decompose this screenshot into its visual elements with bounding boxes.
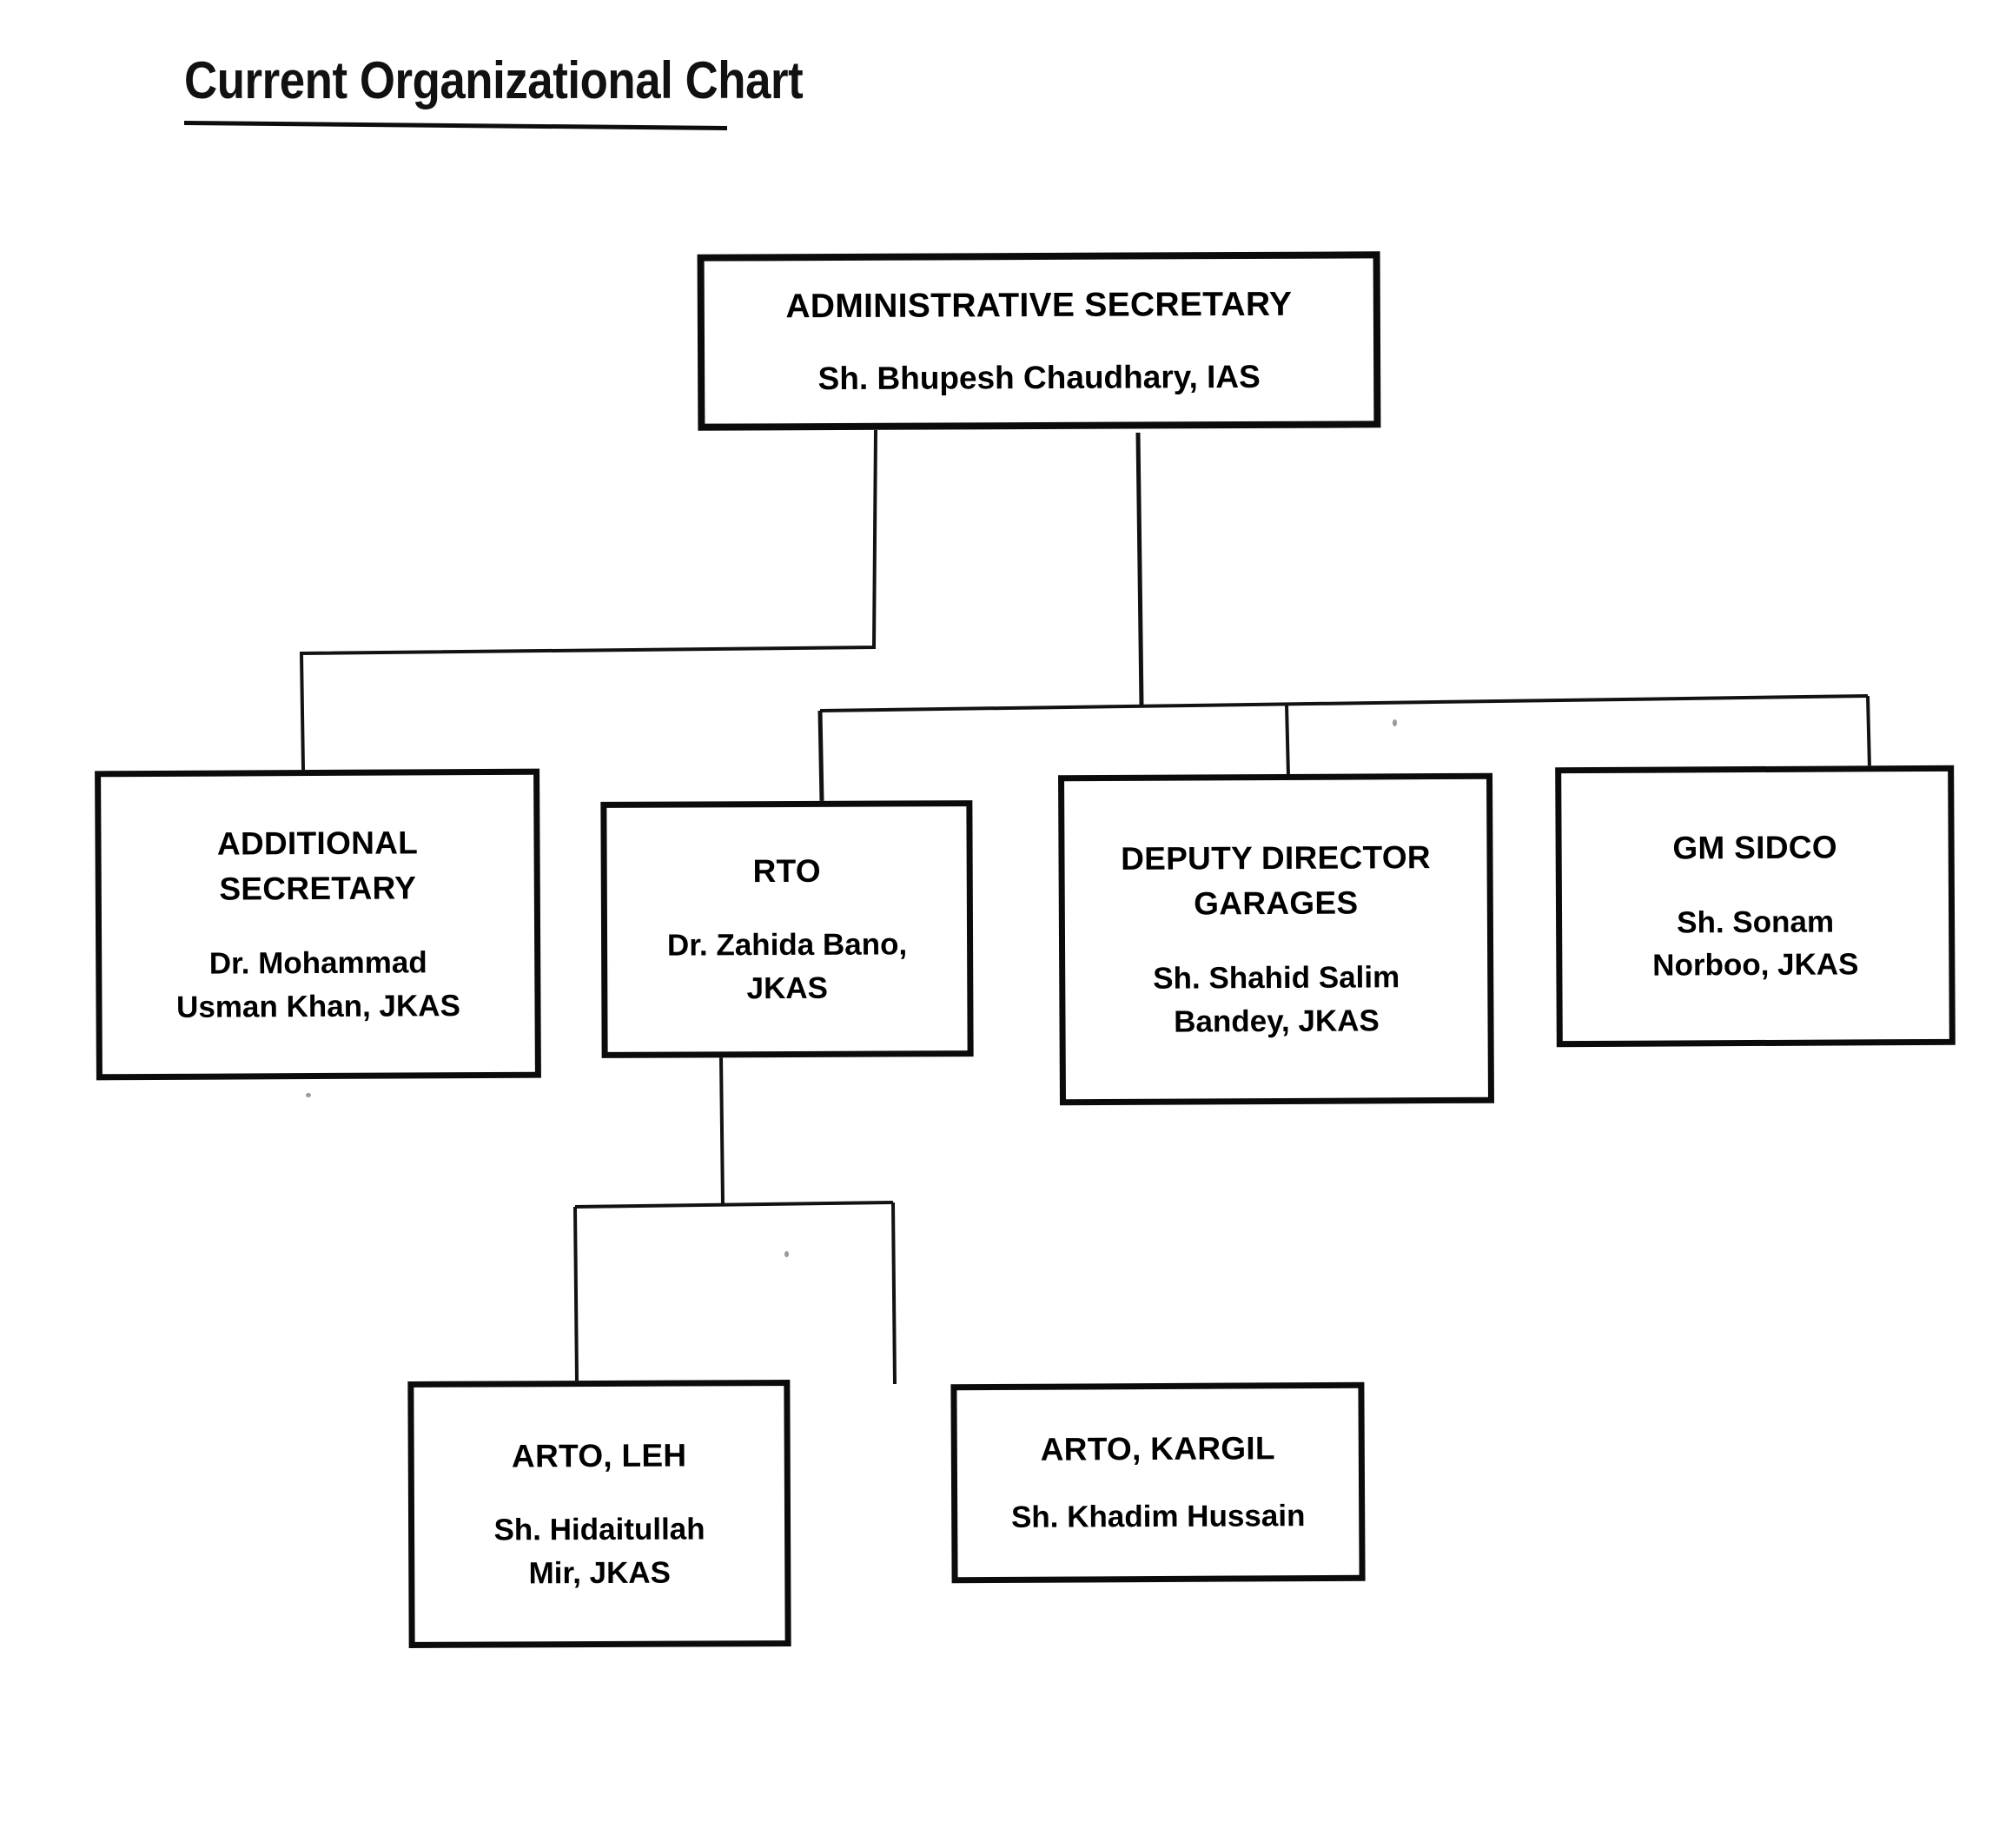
edge-admin-to-bus	[1135, 432, 1144, 706]
org-node-title: ARTO, KARGIL	[1040, 1430, 1275, 1468]
org-node-person-line1: Dr. Zahida Bano,	[666, 927, 908, 963]
edge-level2-bus	[574, 1201, 894, 1209]
org-node-title-line2: GARAGES	[1194, 884, 1359, 922]
org-node-deputy-director-garages[interactable]: DEPUTY DIRECTOR GARAGES Sh. Shahid Salim…	[1058, 772, 1494, 1106]
org-node-title-line2: SECRETARY	[219, 870, 417, 907]
org-node-arto-kargil[interactable]: ARTO, KARGIL Sh. Khadim Hussain	[950, 1381, 1366, 1584]
org-node-person-line1: Sh. Hidaitullah	[493, 1512, 705, 1547]
scan-speck	[306, 1093, 311, 1097]
edge-bus-to-arto-kargil	[891, 1202, 897, 1385]
org-node-person-line1: Sh. Khadim Hussain	[1010, 1499, 1306, 1534]
org-node-person: Sh. Bhupesh Chaudhary, IAS	[817, 358, 1261, 397]
org-node-title-line1: ADDITIONAL	[216, 825, 419, 862]
org-node-rto[interactable]: RTO Dr. Zahida Bano, JKAS	[600, 800, 974, 1058]
org-node-title: RTO	[752, 852, 821, 889]
edge-rto-to-bus	[719, 1056, 725, 1205]
org-node-title: ARTO, LEH	[511, 1437, 687, 1474]
org-node-person-line1: Sh. Shahid Salim	[1153, 960, 1400, 996]
page-title-underline	[183, 121, 727, 130]
edge-bus-to-gm-sidco	[1866, 695, 1871, 769]
org-node-arto-leh[interactable]: ARTO, LEH Sh. Hidaitullah Mir, JKAS	[407, 1380, 791, 1648]
org-node-person-line2: Norboo, JKAS	[1652, 947, 1859, 983]
edge-admin-to-additional-secretary	[299, 429, 877, 771]
edge-bus-to-deputy-director-garages	[1285, 704, 1290, 777]
page-title: Current Organizational Chart	[184, 51, 804, 109]
edge-level1-bus	[819, 694, 1869, 712]
org-node-title: ADMINISTRATIVE SECRETARY	[785, 285, 1293, 325]
org-node-gm-sidco[interactable]: GM SIDCO Sh. Sonam Norboo, JKAS	[1555, 765, 1956, 1048]
org-node-person-line1: Sh. Sonam	[1677, 904, 1835, 940]
org-node-person-line2: Mir, JKAS	[528, 1555, 672, 1591]
org-node-person-line2: JKAS	[746, 970, 829, 1005]
org-node-additional-secretary[interactable]: ADDITIONAL SECRETARY Dr. Mohammad Usman …	[95, 768, 541, 1081]
org-node-person-line1: Dr. Mohammad	[208, 945, 427, 981]
org-node-admin-secretary[interactable]: ADMINISTRATIVE SECRETARY Sh. Bhupesh Cha…	[697, 251, 1381, 431]
edge-bus-to-rto	[817, 710, 824, 802]
scan-speck	[784, 1251, 789, 1257]
org-node-person-line2: Bandey, JKAS	[1174, 1003, 1380, 1039]
scan-speck	[1393, 719, 1397, 726]
org-node-title-line1: DEPUTY DIRECTOR	[1121, 838, 1431, 877]
edge-bus-to-arto-leh	[573, 1206, 579, 1382]
org-node-title: GM SIDCO	[1672, 829, 1837, 866]
org-node-person-line2: Usman Khan, JKAS	[176, 988, 460, 1024]
